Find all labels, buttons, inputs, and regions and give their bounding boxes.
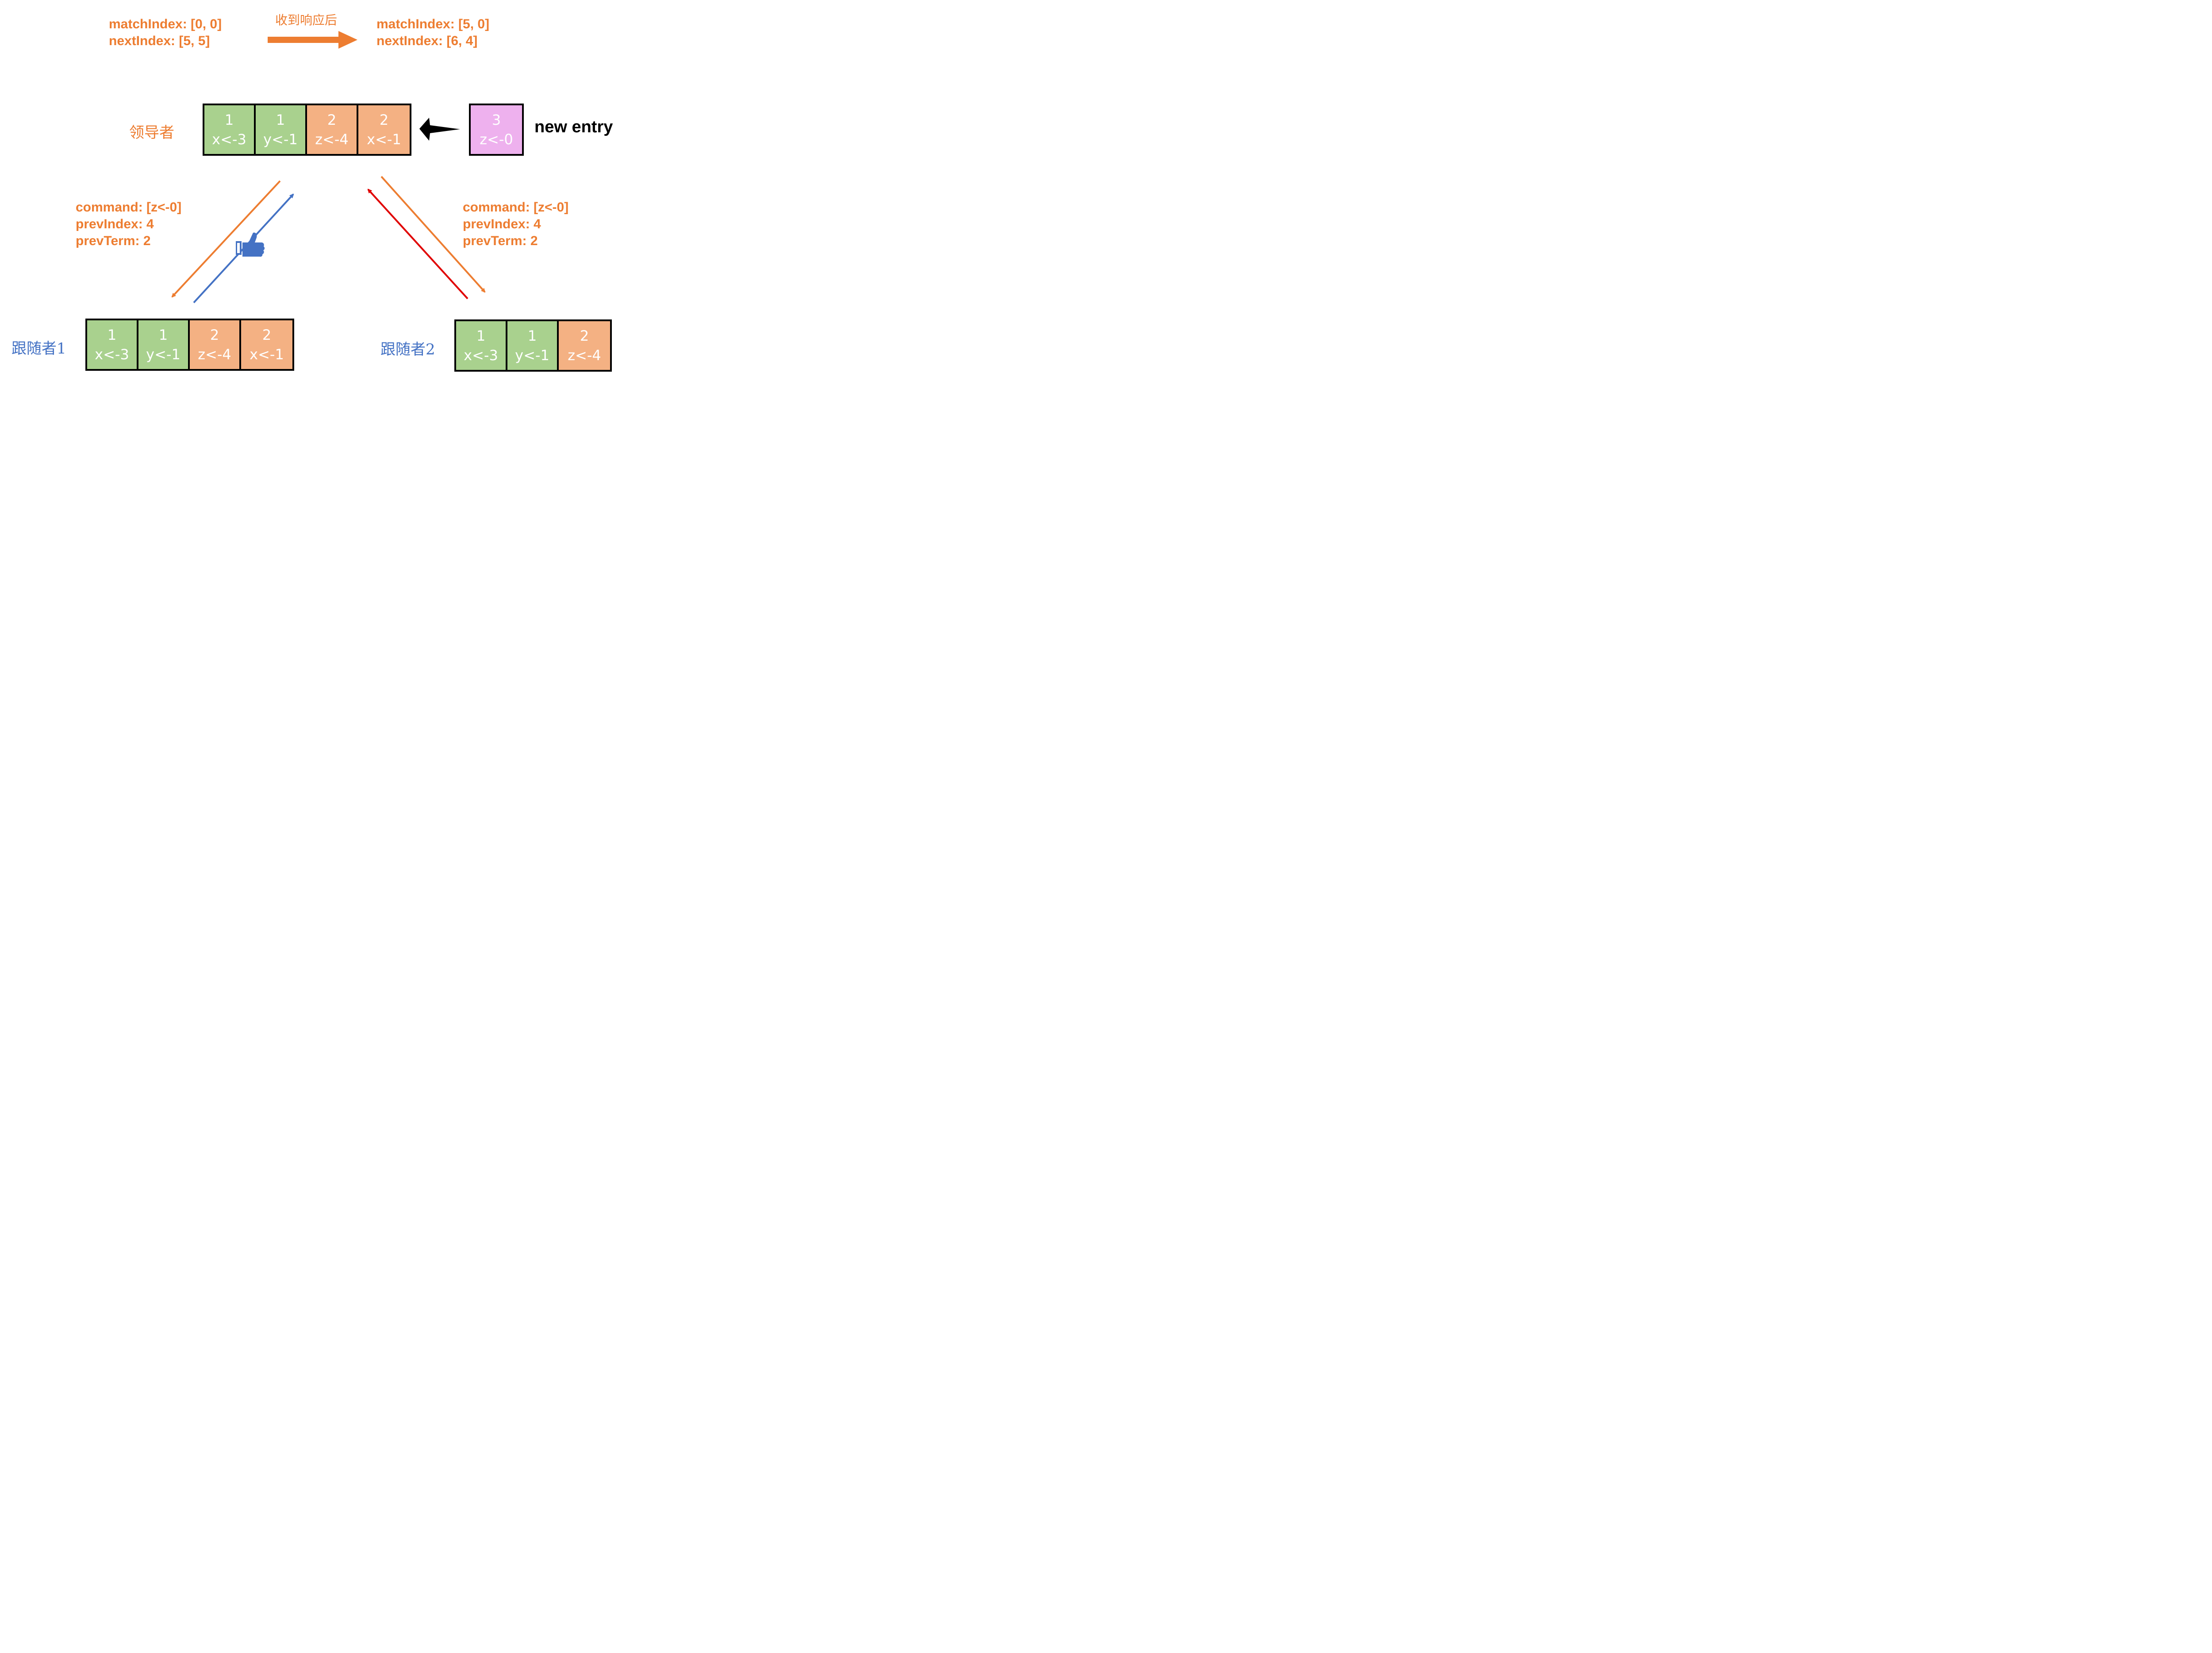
log-entry: 2 z<-4 <box>307 105 358 154</box>
entry-command: y<-1 <box>515 347 549 364</box>
entry-command: x<-1 <box>367 131 401 148</box>
entry-command: x<-3 <box>212 131 246 148</box>
log-entry: 1 x<-3 <box>204 105 256 154</box>
log-entry: 2 z<-4 <box>559 321 610 370</box>
entry-term: 3 <box>492 111 501 128</box>
entry-command: x<-3 <box>464 347 498 364</box>
entry-command: z<-0 <box>480 131 513 148</box>
arrow-caption: 收到响应后 <box>275 13 338 27</box>
entry-command: y<-1 <box>146 346 180 363</box>
after-state: matchIndex: [5, 0] nextIndex: [6, 4] <box>376 16 489 50</box>
entry-command: y<-1 <box>263 131 298 148</box>
entry-command: x<-3 <box>95 346 129 363</box>
message-prev-index: prevIndex: 4 <box>76 217 154 231</box>
entry-command: z<-4 <box>198 346 231 363</box>
after-match-index: matchIndex: [5, 0] <box>376 17 490 31</box>
entry-command: z<-4 <box>568 347 601 364</box>
log-entry: 1 y<-1 <box>138 320 190 369</box>
after-next-index: nextIndex: [6, 4] <box>376 34 478 48</box>
entry-command: x<-1 <box>250 346 284 363</box>
entry-term: 2 <box>580 327 589 344</box>
entry-command: z<-4 <box>315 131 349 148</box>
append-arrow-to-follower2 <box>380 176 486 293</box>
message-prev-index: prevIndex: 4 <box>463 217 541 231</box>
entry-term: 2 <box>327 111 337 128</box>
message-prev-term: prevTerm: 2 <box>463 234 538 248</box>
log-entry: 1 y<-1 <box>256 105 307 154</box>
new-entry-box: 3 z<-0 <box>469 104 524 156</box>
leader-label: 领导者 <box>129 124 174 142</box>
thumbs-up-icon <box>236 232 265 257</box>
message-command: command: [z<-0] <box>463 200 569 215</box>
arrows-layer <box>171 31 486 304</box>
entry-term: 1 <box>527 327 537 344</box>
append-message-follower2: command: [z<-0] prevIndex: 4 prevTerm: 2 <box>463 199 568 250</box>
arrow-left-icon <box>419 118 460 141</box>
arrow-right-icon <box>268 31 357 49</box>
entry-term: 2 <box>210 327 219 343</box>
follower2-label: 跟随者2 <box>380 341 435 358</box>
response-arrow-from-follower2 <box>367 188 469 300</box>
log-entry: 1 y<-1 <box>507 321 559 370</box>
entry-term: 1 <box>224 111 234 128</box>
log-entry: 2 x<-1 <box>358 105 410 154</box>
before-next-index: nextIndex: [5, 5] <box>109 34 210 48</box>
message-command: command: [z<-0] <box>76 200 182 215</box>
log-entry: 1 x<-3 <box>87 320 138 369</box>
entry-term: 2 <box>379 111 389 128</box>
follower1-label: 跟随者1 <box>12 340 66 358</box>
log-entry: 2 z<-4 <box>190 320 241 369</box>
log-entry: 2 x<-1 <box>241 320 292 369</box>
entry-term: 1 <box>158 327 168 343</box>
append-message-follower1: command: [z<-0] prevIndex: 4 prevTerm: 2 <box>76 199 181 250</box>
entry-term: 1 <box>476 327 486 344</box>
new-entry-label: new entry <box>534 118 613 136</box>
new-log-entry: 3 z<-0 <box>471 105 522 154</box>
append-arrow-to-follower1 <box>171 180 281 298</box>
before-state: matchIndex: [0, 0] nextIndex: [5, 5] <box>109 16 222 50</box>
raft-log-replication-diagram: matchIndex: [0, 0] nextIndex: [5, 5] 收到响… <box>0 0 686 378</box>
leader-log: 1 x<-3 1 y<-1 2 z<-4 2 x<-1 <box>203 104 411 156</box>
entry-term: 2 <box>262 327 272 343</box>
message-prev-term: prevTerm: 2 <box>76 234 151 248</box>
follower2-log: 1 x<-3 1 y<-1 2 z<-4 <box>454 319 612 372</box>
log-entry: 1 x<-3 <box>456 321 507 370</box>
entry-term: 1 <box>107 327 117 343</box>
entry-term: 1 <box>276 111 285 128</box>
follower1-log: 1 x<-3 1 y<-1 2 z<-4 2 x<-1 <box>85 319 294 371</box>
before-match-index: matchIndex: [0, 0] <box>109 17 222 31</box>
